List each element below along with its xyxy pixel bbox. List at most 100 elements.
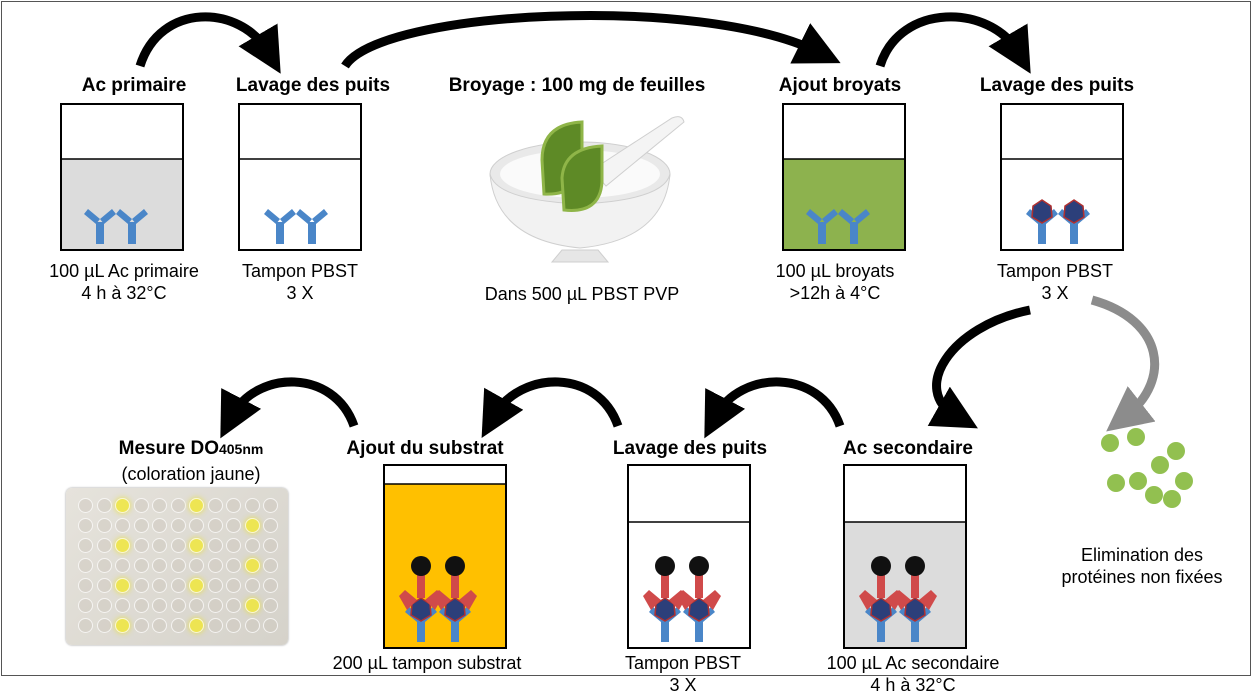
mortar-pestle-icon — [482, 100, 687, 265]
arrow-step6-to-step7 — [704, 377, 845, 439]
well-substrate — [383, 464, 507, 649]
plate-well — [226, 618, 241, 633]
well-wash-3 — [627, 464, 751, 649]
detection-complex-icon — [433, 556, 477, 642]
step4-caption-line1: 100 µL broyats — [775, 261, 895, 281]
step3-caption-line1: Dans 500 µL PBST PVP — [484, 284, 680, 304]
plate-well — [189, 558, 204, 573]
step4-caption-line2: >12h à 4°C — [789, 283, 881, 303]
plate-well — [207, 618, 223, 633]
step5-caption-line2: 3 X — [1041, 283, 1069, 303]
antibody-icon — [84, 209, 116, 244]
plate-well — [263, 618, 278, 633]
plate-well — [207, 598, 223, 613]
plate-well — [96, 598, 112, 613]
plate-well — [189, 518, 204, 533]
plate-well — [226, 578, 241, 593]
plate-well — [78, 578, 93, 593]
plate-well — [244, 518, 260, 533]
arrow-step5-to-step6 — [927, 305, 1031, 429]
plate-well — [115, 578, 130, 593]
plate-well — [133, 538, 149, 553]
plate-well — [115, 538, 130, 553]
plate-well — [226, 498, 241, 513]
plate-well — [170, 618, 186, 633]
step5-caption-line1: Tampon PBST — [996, 261, 1114, 281]
step2-caption: Tampon PBST 3 X — [242, 260, 358, 304]
plate-well — [263, 518, 278, 533]
plate-well — [133, 518, 149, 533]
step4-title: Ajout broyats — [778, 75, 902, 96]
plate-well — [115, 558, 130, 573]
step9-caption-line1: (coloration jaune) — [121, 464, 261, 484]
plate-well — [96, 618, 112, 633]
step6-title: Ac secondaire — [843, 438, 973, 459]
diagram-border — [1, 1, 1251, 676]
plate-well — [133, 618, 149, 633]
antibody-icon — [296, 209, 328, 244]
arrow-to-elimination — [1090, 295, 1160, 432]
plate-well — [152, 598, 167, 613]
step3-title: Broyage : 100 mg de feuilles — [448, 75, 706, 96]
well-wash-1 — [238, 103, 362, 251]
plate-well — [152, 498, 167, 513]
plate-well — [263, 538, 278, 553]
arrow-step8-to-step9 — [220, 377, 359, 439]
plate-well — [96, 558, 112, 573]
plate-well — [115, 518, 130, 533]
plate-well — [263, 578, 278, 593]
plate-well — [133, 598, 149, 613]
step3-caption: Dans 500 µL PBST PVP — [485, 283, 679, 305]
plate-well — [78, 538, 93, 553]
plate-well — [170, 558, 186, 573]
plate-well — [96, 578, 112, 593]
plate-well — [207, 558, 223, 573]
plate-well — [78, 618, 93, 633]
plate-well — [78, 518, 93, 533]
plate-well — [244, 558, 260, 573]
plate-well — [263, 498, 278, 513]
antibody-icon — [806, 209, 838, 244]
step2-caption-line1: Tampon PBST — [241, 261, 359, 281]
arrow-step7-to-step8 — [481, 377, 623, 438]
plate-well — [152, 538, 167, 553]
antibody-icon — [116, 209, 148, 244]
elimination-caption-line2: protéines non fixées — [1061, 567, 1223, 587]
plate-well — [170, 498, 186, 513]
step6-caption-line1: 100 µL Ac secondaire — [826, 653, 1000, 673]
step9-title-main: Mesure DO — [118, 438, 219, 459]
plate-well — [78, 558, 93, 573]
plate-well — [96, 538, 112, 553]
plate-well — [170, 598, 186, 613]
plate-well — [207, 518, 223, 533]
plate-well — [226, 518, 241, 533]
arrow-step1-to-step2 — [135, 12, 281, 74]
plate-well — [152, 618, 167, 633]
microplate-photo — [66, 488, 288, 645]
elimination-caption: Elimination des protéines non fixées — [1061, 544, 1222, 588]
plate-well — [152, 518, 167, 533]
plate-well — [133, 578, 149, 593]
plate-well — [170, 578, 186, 593]
plate-well — [115, 618, 130, 633]
arrow-step4-to-step5 — [875, 12, 1031, 74]
plate-well — [115, 598, 130, 613]
plate-well — [244, 618, 260, 633]
plate-well — [133, 498, 149, 513]
plate-well — [207, 538, 223, 553]
plate-well — [244, 598, 260, 613]
step4-caption: 100 µL broyats >12h à 4°C — [776, 260, 895, 304]
plate-well — [189, 598, 204, 613]
elimination-caption-line1: Elimination des — [1080, 545, 1204, 565]
detection-complex-icon — [677, 556, 721, 642]
step9-caption: (coloration jaune) — [121, 463, 260, 485]
flow-arrows — [135, 11, 1160, 439]
step8-caption: 200 µL tampon substrat — [333, 652, 522, 674]
antibody-antigen-icon — [1026, 199, 1058, 244]
well-secondary-antibody — [843, 464, 967, 649]
plate-well — [133, 558, 149, 573]
plate-well — [226, 598, 241, 613]
step5-title: Lavage des puits — [979, 75, 1135, 96]
plate-well — [226, 538, 241, 553]
step1-caption: 100 µL Ac primaire 4 h à 32°C — [49, 260, 199, 304]
